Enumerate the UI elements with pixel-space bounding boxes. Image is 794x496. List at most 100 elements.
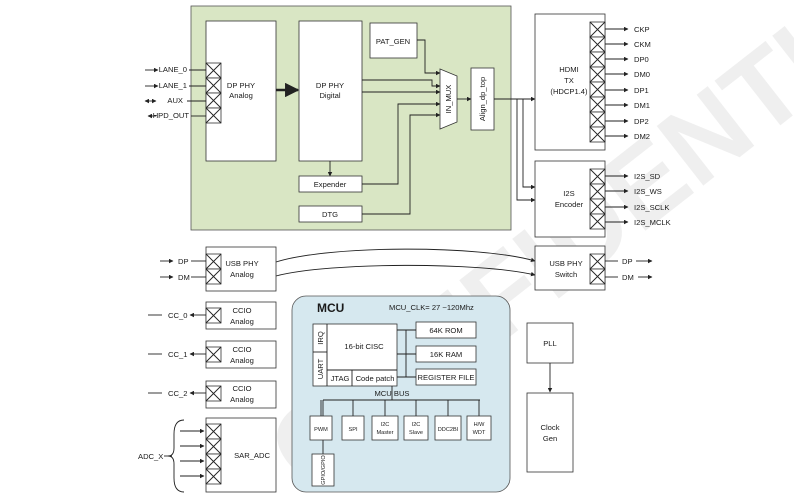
peripheral-ddc2bi: DDC2BI bbox=[434, 415, 462, 441]
hdmi-outputs: CKP CKM DP0 DM0 DP1 DM1 DP2 DM2 bbox=[605, 25, 651, 141]
svg-text:64K ROM: 64K ROM bbox=[429, 326, 462, 335]
cc1-label: CC_1 bbox=[168, 350, 187, 359]
peripheral-hw-wdt: H/W WDT bbox=[466, 415, 492, 441]
svg-text:LANE_0: LANE_0 bbox=[159, 65, 187, 74]
svg-text:USB PHY: USB PHY bbox=[549, 259, 582, 268]
adc-x-label: ADC_X bbox=[138, 452, 163, 461]
usb-inputs: DP DM bbox=[160, 257, 206, 282]
i2s-out-mclk: I2S_MCLK bbox=[634, 218, 671, 227]
usb-in-dp: DP bbox=[178, 257, 189, 266]
usb-in-dm: DM bbox=[178, 273, 190, 282]
align-dp-top-block: Align_dp_top bbox=[470, 67, 495, 131]
svg-text:CCIO: CCIO bbox=[233, 306, 252, 315]
peripheral-gpio: GPIO/GPIO bbox=[311, 453, 335, 487]
i2s-outputs: I2S_SD I2S_WS I2S_SCLK I2S_MCLK bbox=[605, 172, 671, 227]
mcu-cpu-label: 16-bit CISC bbox=[344, 342, 384, 351]
pll-block: PLL bbox=[526, 322, 574, 364]
svg-text:USB PHY: USB PHY bbox=[225, 259, 258, 268]
ccio-0-block: CCIO Analog CC_0 bbox=[148, 301, 277, 330]
expender-block: Expender bbox=[298, 175, 363, 193]
dp-phy-digital-line2: Digital bbox=[319, 91, 340, 100]
usb-out-dm: DM bbox=[622, 273, 634, 282]
dp-phy-analog-line2: Analog bbox=[229, 91, 253, 100]
hdmi-out-dp1: DP1 bbox=[634, 86, 649, 95]
dp-phy-digital-block: DP PHY Digital bbox=[298, 20, 363, 162]
mcu-rom-block: 64K ROM bbox=[415, 321, 477, 339]
hdmi-out-dp0: DP0 bbox=[634, 55, 649, 64]
dp-phy-digital-line1: DP PHY bbox=[316, 81, 344, 90]
in-mux-block: IN_MUX bbox=[439, 68, 458, 130]
svg-text:AUX: AUX bbox=[167, 96, 183, 105]
svg-text:Analog: Analog bbox=[230, 270, 254, 279]
svg-text:SAR_ADC: SAR_ADC bbox=[234, 451, 270, 460]
mcu-code-patch-label: Code patch bbox=[356, 374, 395, 383]
hdmi-tx-ports bbox=[589, 21, 606, 143]
ccio-1-block: CCIO Analog CC_1 bbox=[148, 340, 277, 369]
dtg-block: DTG bbox=[298, 205, 363, 223]
usb-outputs: DP DM bbox=[605, 257, 653, 282]
peripheral-i2c-master: I2C Master bbox=[371, 415, 399, 441]
svg-text:DDC2BI: DDC2BI bbox=[438, 427, 459, 433]
svg-text:IN_MUX: IN_MUX bbox=[444, 85, 453, 114]
svg-text:PLL: PLL bbox=[543, 339, 557, 348]
mcu-uart-label: UART bbox=[316, 358, 325, 379]
svg-text:GPIO/GPIO: GPIO/GPIO bbox=[321, 455, 327, 485]
cc0-label: CC_0 bbox=[168, 311, 187, 320]
svg-text:CCIO: CCIO bbox=[233, 384, 252, 393]
usb-phy-analog-block: USB PHY Analog bbox=[205, 246, 277, 292]
mcu-ram-block: 16K RAM bbox=[415, 345, 477, 363]
svg-text:SPI: SPI bbox=[348, 427, 357, 433]
svg-text:Align_dp_top: Align_dp_top bbox=[478, 77, 487, 121]
hdmi-out-dm2: DM2 bbox=[634, 132, 650, 141]
mcu-cpu-block: 16-bit CISC IRQ UART JTAG Code patch bbox=[312, 323, 398, 387]
svg-text:H/W: H/W bbox=[474, 422, 486, 428]
mcu-title: MCU bbox=[317, 301, 344, 315]
mcu-jtag-label: JTAG bbox=[331, 374, 350, 383]
peripheral-pwm: PWM bbox=[309, 415, 333, 441]
cc2-label: CC_2 bbox=[168, 389, 187, 398]
mcu-cpu-mem-links bbox=[397, 329, 416, 378]
svg-text:Analog: Analog bbox=[230, 356, 254, 365]
svg-text:DTG: DTG bbox=[322, 210, 338, 219]
svg-text:Expender: Expender bbox=[314, 180, 347, 189]
svg-text:CCIO: CCIO bbox=[233, 345, 252, 354]
dp-panel-wiring bbox=[327, 39, 536, 215]
pat-gen-block: PAT_GEN bbox=[369, 22, 418, 59]
svg-text:Analog: Analog bbox=[230, 317, 254, 326]
hdmi-out-ckp: CKP bbox=[634, 25, 650, 34]
sar-adc-block: SAR_ADC bbox=[205, 417, 277, 493]
dp-input-aux: AUX bbox=[144, 96, 206, 105]
i2s-out-sclk: I2S_SCLK bbox=[634, 203, 669, 212]
svg-text:Switch: Switch bbox=[555, 270, 577, 279]
svg-text:WDT: WDT bbox=[473, 430, 486, 436]
svg-text:REGISTER FILE: REGISTER FILE bbox=[418, 373, 475, 382]
usb-phy-switch-block: USB PHY Switch bbox=[534, 245, 606, 291]
svg-text:HDMI: HDMI bbox=[559, 65, 578, 74]
dp-phy-analog-ports bbox=[205, 62, 222, 124]
dp-phy-analog-line1: DP PHY bbox=[227, 81, 255, 90]
ccio-2-block: CCIO Analog CC_2 bbox=[148, 380, 277, 409]
i2s-out-sd: I2S_SD bbox=[634, 172, 661, 181]
svg-text:TX: TX bbox=[564, 76, 574, 85]
svg-text:HPD_OUT: HPD_OUT bbox=[153, 111, 190, 120]
i2s-out-ws: I2S_WS bbox=[634, 187, 662, 196]
clock-gen-block: Clock Gen bbox=[526, 392, 574, 473]
svg-text:PWM: PWM bbox=[314, 427, 328, 433]
hdmi-out-dm0: DM0 bbox=[634, 70, 650, 79]
usb-out-dp: DP bbox=[622, 257, 633, 266]
adc-inputs: ADC_X bbox=[138, 419, 205, 493]
svg-text:16K RAM: 16K RAM bbox=[430, 350, 463, 359]
svg-text:PAT_GEN: PAT_GEN bbox=[376, 37, 410, 46]
peripheral-spi: SPI bbox=[341, 415, 365, 441]
svg-text:Encoder: Encoder bbox=[555, 200, 584, 209]
svg-text:I2S: I2S bbox=[563, 189, 574, 198]
dp-input-hpd-out: HPD_OUT bbox=[147, 111, 206, 120]
svg-text:Slave: Slave bbox=[409, 430, 423, 436]
usb-links bbox=[275, 248, 536, 277]
svg-text:(HDCP1.4): (HDCP1.4) bbox=[550, 87, 588, 96]
svg-text:Analog: Analog bbox=[230, 395, 254, 404]
hdmi-out-dm1: DM1 bbox=[634, 101, 650, 110]
svg-text:Clock: Clock bbox=[541, 423, 560, 432]
i2s-ports bbox=[589, 168, 606, 230]
